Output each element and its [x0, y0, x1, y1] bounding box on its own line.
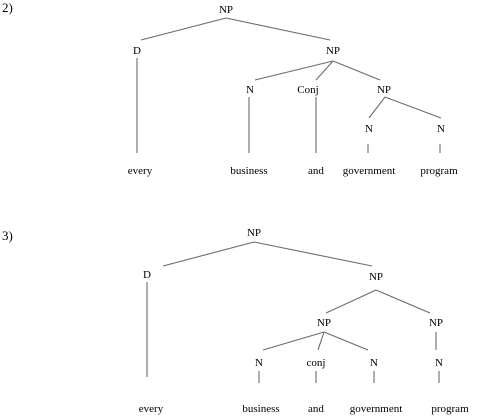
edge-npcoord-n	[262, 331, 325, 351]
node-np-root: NP	[219, 4, 233, 16]
word-and: and	[308, 403, 324, 415]
edge-np-d	[140, 17, 227, 41]
edge-np-n	[254, 60, 334, 81]
edge-np-npcoord	[325, 289, 377, 314]
node-n-business: N	[255, 357, 263, 369]
node-conj: conj	[307, 357, 326, 369]
node-np-right: NP	[369, 271, 383, 283]
node-n-program: N	[437, 123, 445, 135]
node-n-government: N	[370, 357, 378, 369]
node-np-right: NP	[326, 45, 340, 57]
edge-np-npprogram	[375, 289, 431, 314]
node-n-program: N	[435, 357, 443, 369]
node-np-inner: NP	[377, 84, 391, 96]
word-program: program	[420, 165, 458, 177]
edge-np-d	[162, 241, 255, 267]
node-conj: Conj	[297, 84, 318, 96]
node-d: D	[133, 45, 141, 57]
edge-npcoord-n2	[323, 331, 369, 351]
tree-3: 3) NP D NP NP NP N conj N N every busine…	[2, 227, 469, 415]
edge-npcoord-conj	[317, 331, 325, 351]
node-np-root: NP	[247, 227, 261, 239]
word-business: business	[230, 165, 267, 177]
node-d: D	[143, 269, 151, 281]
tree-2: 2) NP D NP N Conj NP N N every business …	[2, 0, 458, 177]
edge-np-conj	[315, 60, 334, 81]
node-n-government: N	[365, 123, 373, 135]
node-np-program: NP	[429, 317, 443, 329]
edge-np-npinner	[332, 60, 381, 81]
edge-npinner-n1	[368, 96, 386, 119]
edge-np-np	[253, 241, 373, 267]
word-government: government	[350, 403, 403, 415]
word-every: every	[139, 403, 164, 415]
word-government: government	[343, 165, 396, 177]
edge-np-np	[225, 17, 331, 41]
word-business: business	[242, 403, 279, 415]
node-n-business: N	[246, 84, 254, 96]
edge-npinner-n2	[384, 96, 442, 119]
tree-2-number: 2)	[2, 0, 13, 15]
word-every: every	[128, 165, 153, 177]
word-program: program	[431, 403, 469, 415]
word-and: and	[308, 165, 324, 177]
node-np-coord: NP	[317, 317, 331, 329]
tree-3-number: 3)	[2, 228, 13, 243]
